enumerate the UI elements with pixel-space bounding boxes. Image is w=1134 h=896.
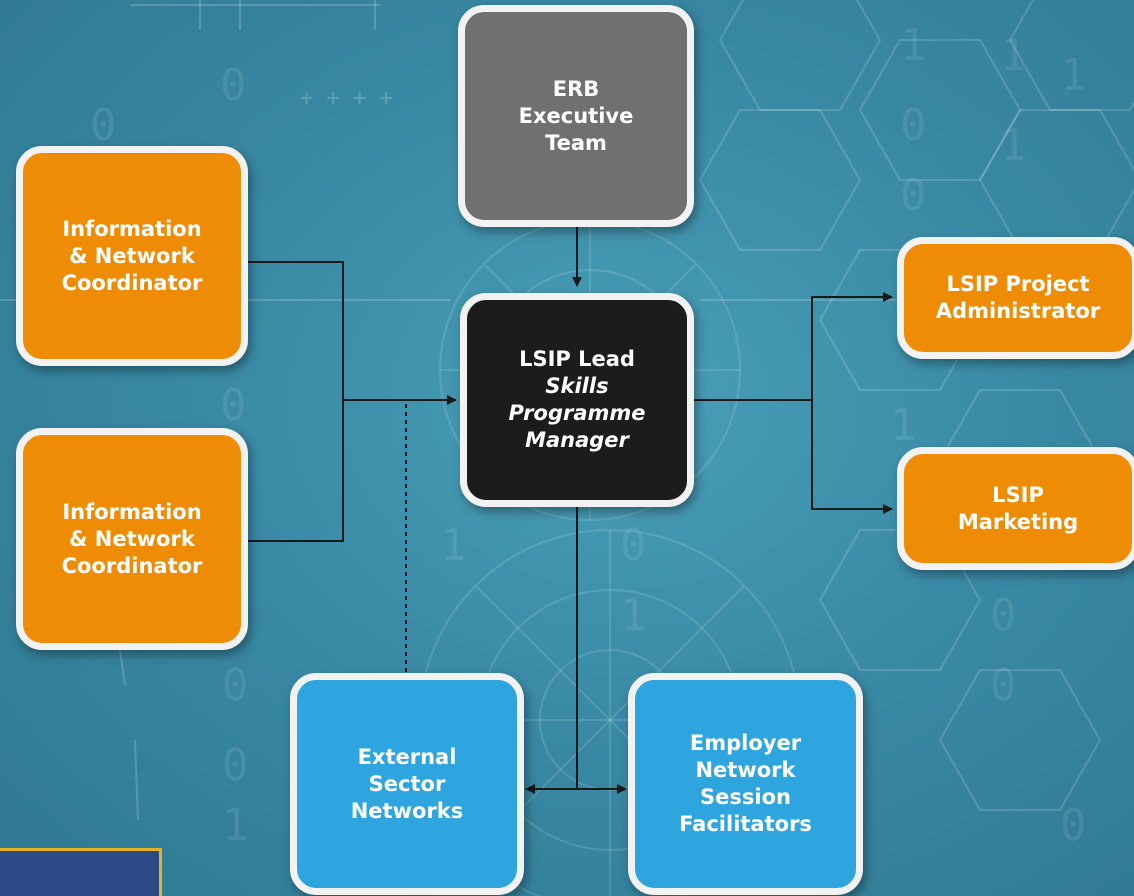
svg-text:0: 0	[900, 100, 927, 151]
lsip-project-administrator-box: LSIP Project Administrator	[897, 237, 1134, 359]
employer-line-1: Employer	[689, 731, 802, 755]
svg-text:0: 0	[1060, 800, 1087, 851]
svg-text:1: 1	[620, 590, 647, 641]
svg-text:+ + + +: + + + +	[300, 86, 393, 111]
svg-text:1: 1	[890, 400, 917, 451]
info2-line-2: & Network	[69, 526, 195, 551]
svg-text:1: 1	[222, 800, 249, 851]
marketing-line-1: LSIP	[992, 482, 1044, 507]
info1-line-3: Coordinator	[61, 270, 203, 295]
erb-line-1: ERB	[552, 76, 600, 101]
svg-text:1: 1	[440, 520, 467, 571]
svg-text:0: 0	[620, 520, 647, 571]
lsip-lead-sub-1: Skills	[545, 374, 609, 398]
info2-line-1: Information	[62, 499, 202, 524]
svg-text:0: 0	[220, 380, 247, 431]
svg-text:0: 0	[900, 170, 927, 221]
info-network-coordinator-box-2: Information & Network Coordinator	[16, 428, 248, 650]
lsip-lead-sub-3: Manager	[525, 428, 629, 452]
external-sector-networks-box: External Sector Networks	[290, 673, 524, 895]
lsip-lead-title: LSIP Lead	[519, 347, 635, 371]
employer-line-3: Session	[700, 785, 791, 809]
external-line-3: Networks	[350, 798, 464, 823]
marketing-line-2: Marketing	[957, 509, 1079, 534]
erb-executive-team-box: ERB Executive Team	[458, 5, 694, 227]
svg-text:0: 0	[222, 740, 249, 791]
corner-card-decoration	[0, 848, 162, 896]
admin-line-2: Administrator	[935, 299, 1101, 323]
info1-line-1: Information	[62, 216, 202, 241]
info1-line-2: & Network	[69, 243, 195, 268]
bg-binary-digits: 0 0 0 1 0 1 0 0 1 1 0 0 1 1 1 1 0 0 0	[90, 20, 1087, 851]
lsip-lead-sub-2: Programme	[508, 401, 646, 425]
svg-text:1: 1	[1000, 120, 1027, 171]
employer-line-4: Facilitators	[679, 812, 812, 836]
svg-text:1: 1	[1000, 30, 1027, 81]
svg-text:0: 0	[222, 660, 249, 711]
lsip-marketing-box: LSIP Marketing	[897, 447, 1134, 570]
svg-text:0: 0	[990, 590, 1017, 641]
info2-line-3: Coordinator	[61, 553, 203, 578]
svg-text:1: 1	[1060, 50, 1087, 101]
external-line-1: External	[357, 744, 457, 769]
svg-text:1: 1	[900, 20, 927, 71]
lsip-lead-box: LSIP Lead Skills Programme Manager	[460, 293, 694, 507]
info-network-coordinator-box-1: Information & Network Coordinator	[16, 146, 248, 366]
external-line-2: Sector	[368, 771, 446, 796]
admin-line-1: LSIP Project	[946, 272, 1090, 296]
bg-hexagon-grid	[698, 0, 1134, 811]
svg-text:0: 0	[990, 660, 1017, 711]
svg-text:0: 0	[220, 60, 247, 111]
svg-text:0: 0	[90, 100, 117, 151]
erb-line-2: Executive	[518, 103, 634, 128]
employer-line-2: Network	[695, 758, 796, 782]
erb-line-3: Team	[545, 130, 607, 155]
employer-network-facilitators-box: Employer Network Session Facilitators	[628, 673, 863, 895]
